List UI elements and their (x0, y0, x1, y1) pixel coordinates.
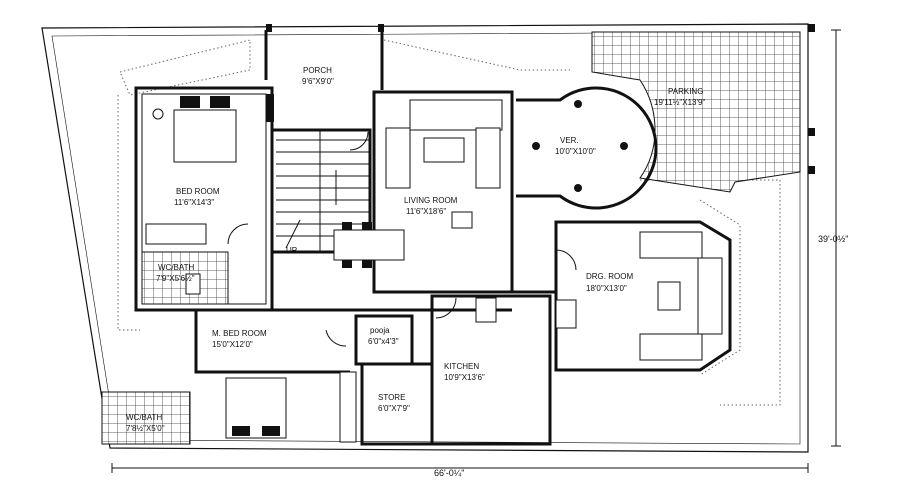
plant-icon (451, 211, 473, 229)
dining-table (333, 229, 405, 261)
column-marker (574, 100, 582, 108)
stair-arrow (285, 219, 301, 249)
toilet-icon (185, 273, 201, 295)
plot-boundary (41, 23, 809, 453)
pooja-size: 6'0"x4'3" (368, 337, 399, 346)
drawing-room-walls (554, 220, 732, 372)
kitchen-walls (430, 294, 552, 446)
column-marker (574, 184, 582, 192)
sofa (409, 99, 503, 131)
parking-label: PARKING (668, 87, 703, 96)
wcbath2-size: 7'8½"X5'0" (126, 424, 165, 433)
door-swing (435, 297, 457, 319)
door-swing (349, 131, 369, 151)
store-size: 6'0"X7'9" (378, 404, 410, 413)
chair (342, 222, 352, 230)
height-dimension-line (831, 29, 841, 447)
parking-size: 19'11½"X13'9" (654, 98, 705, 107)
porch-size: 9'6"X9'0" (302, 77, 334, 86)
kitchen-label: KITCHEN (444, 362, 479, 371)
drg-size: 18'0"X13'0" (586, 284, 627, 293)
mbed-size: 15'0"X12'0" (212, 340, 253, 349)
kitchen-size: 10'9"X13'6" (444, 373, 485, 382)
wall (194, 310, 350, 374)
garden-outline (383, 39, 570, 71)
bedroom-label: BED ROOM (176, 187, 220, 196)
store-label: STORE (378, 393, 405, 402)
living-size: 11'6"X18'6" (406, 207, 446, 216)
wcbath-tiles (141, 251, 229, 305)
column-marker (620, 142, 628, 150)
door-swing (555, 249, 577, 271)
chair (342, 260, 352, 268)
width-dimension: 66'-0¼" (434, 468, 464, 478)
garden-outline (640, 179, 781, 406)
wcbath1-size: 7'9"X5'6½" (156, 274, 195, 283)
pillow (210, 96, 230, 108)
up-label: UP (286, 246, 297, 255)
sofa (639, 333, 703, 361)
stair-steps (276, 130, 370, 252)
ver-label: VER. (560, 136, 579, 145)
ver-size: 10'0"X10'0" (555, 147, 596, 156)
plot-inner-boundary (51, 31, 801, 445)
porch-label: PORCH (303, 66, 332, 75)
cabinet (339, 371, 357, 443)
column-marker (808, 128, 815, 136)
sofa (475, 127, 501, 189)
pillow (232, 426, 250, 436)
coffee-table (423, 137, 465, 163)
living-label: LIVING ROOM (404, 196, 458, 205)
chair (362, 260, 372, 268)
living-walls (372, 90, 514, 294)
mbed-label: M. BED ROOM (212, 329, 267, 338)
wcbath2-label: WC/BATH (126, 413, 163, 422)
sofa (639, 231, 703, 259)
center-table (657, 281, 681, 311)
door-swing (325, 329, 347, 347)
window (266, 94, 274, 122)
drg-label: DRG. ROOM (586, 272, 633, 281)
column-marker (266, 24, 272, 32)
column-marker (808, 24, 815, 32)
pooja-label: pooja (370, 326, 390, 335)
door-swing (227, 223, 249, 245)
bed (225, 377, 287, 439)
height-dimension: 39'-0½" (818, 234, 848, 244)
pillow (180, 96, 200, 108)
side-chair (555, 299, 577, 329)
wardrobe (145, 223, 207, 245)
width-dimension-line (111, 463, 809, 473)
stair-walls (270, 128, 372, 254)
wcbath1-label: WC/BATH (158, 263, 195, 272)
bedroom-size: 11'6"X14'3" (174, 198, 214, 207)
lamp-icon (152, 108, 164, 120)
verandah-walls (516, 86, 658, 210)
bed (173, 109, 237, 163)
wcbath2-tiles (101, 391, 191, 445)
sofa (385, 127, 411, 189)
chair (362, 222, 372, 230)
garden-outline (119, 39, 251, 96)
column-marker (808, 166, 815, 174)
sink-icon (475, 297, 497, 323)
pillow (262, 426, 280, 436)
sofa (697, 257, 723, 335)
column-marker (532, 142, 540, 150)
parking-tiles (591, 31, 801, 193)
column-marker (378, 24, 384, 32)
